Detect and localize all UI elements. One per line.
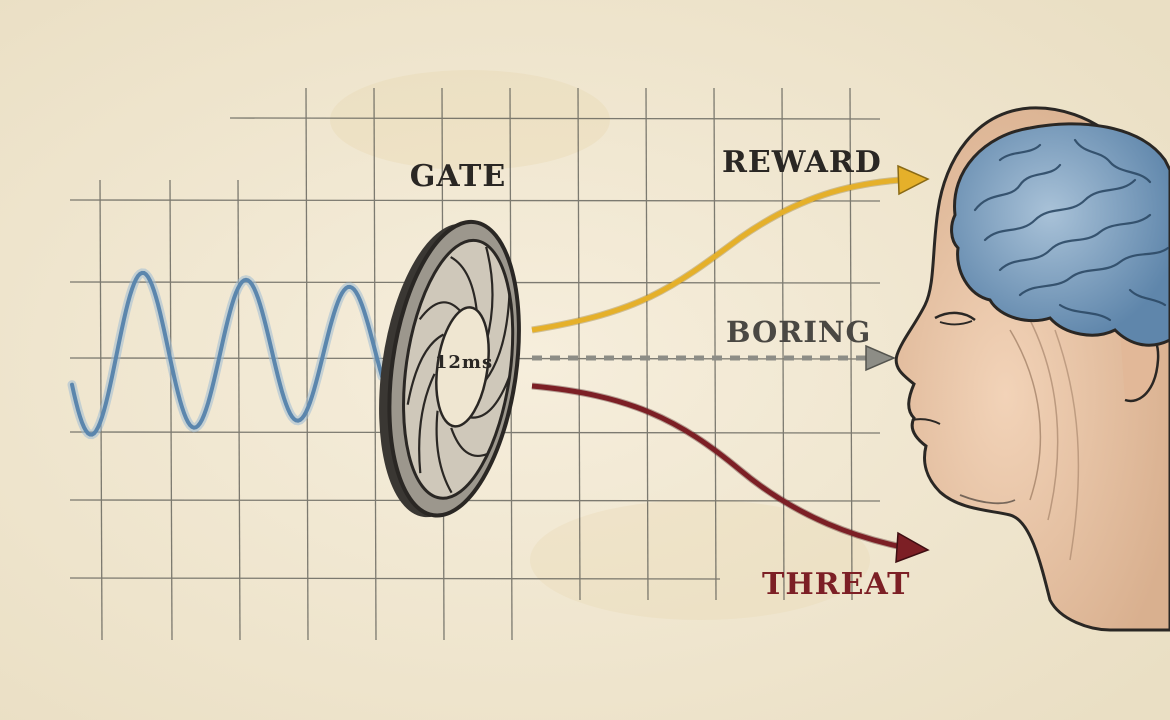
aperture-blade bbox=[406, 333, 445, 405]
threat-label: THREAT bbox=[762, 567, 910, 602]
gate-delay-label: 12ms bbox=[435, 352, 493, 373]
brain-gyrus bbox=[1128, 288, 1167, 307]
aperture-blade bbox=[450, 256, 479, 315]
brain-gyrus bbox=[998, 213, 1152, 272]
brain-gyrus bbox=[998, 143, 1042, 162]
grid-line bbox=[69, 499, 881, 502]
grid-line bbox=[849, 87, 853, 601]
aperture-blade bbox=[418, 373, 436, 474]
boring-arrowhead bbox=[865, 344, 896, 372]
aperture-blade bbox=[450, 427, 488, 457]
paper-stain bbox=[330, 70, 610, 170]
aperture-blade bbox=[435, 410, 453, 494]
grid-line bbox=[237, 179, 241, 641]
boring-label: BORING bbox=[726, 315, 871, 349]
aperture-blade bbox=[418, 301, 462, 321]
aperture-shutter-icon bbox=[379, 219, 521, 518]
aperture-blade bbox=[468, 375, 511, 419]
grid-line bbox=[781, 87, 785, 601]
grid-line bbox=[229, 117, 881, 120]
aperture-blade bbox=[481, 293, 511, 385]
reward-arrow bbox=[531, 164, 930, 334]
grid-line bbox=[69, 199, 881, 202]
threat-arrowhead bbox=[895, 531, 930, 564]
head-with-brain-icon bbox=[894, 106, 1170, 632]
brain-gyrus bbox=[973, 163, 1062, 212]
brain-gyrus bbox=[1018, 246, 1170, 297]
threat-arrow bbox=[531, 382, 930, 564]
gate-label: GATE bbox=[410, 159, 506, 194]
grid-line bbox=[645, 87, 649, 601]
paper-stain bbox=[530, 500, 870, 620]
grid-line bbox=[713, 87, 717, 601]
boring-arrow bbox=[532, 344, 896, 372]
brain-gyrus bbox=[1073, 138, 1152, 184]
brain-gyrus bbox=[983, 178, 1137, 242]
reward-label: REWARD bbox=[722, 145, 882, 180]
sine-wave-icon bbox=[67, 268, 387, 440]
grid-line bbox=[169, 179, 173, 641]
grid-line bbox=[577, 87, 581, 601]
grid-line bbox=[69, 577, 721, 580]
brain-gyrus bbox=[1058, 303, 1112, 322]
grid-line bbox=[305, 87, 309, 641]
reward-arrowhead bbox=[897, 164, 930, 196]
